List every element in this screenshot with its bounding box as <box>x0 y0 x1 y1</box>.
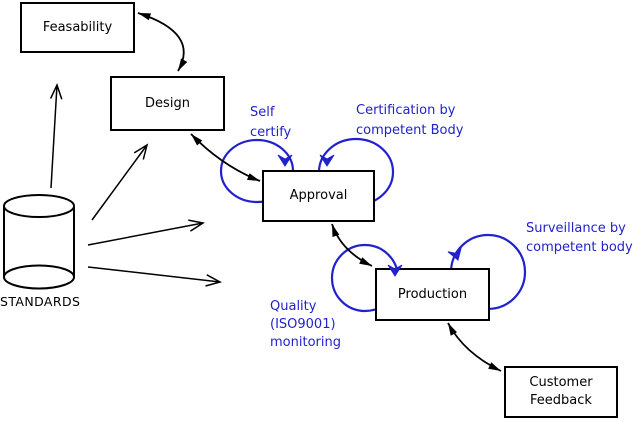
annotation-self-certify: Self certify <box>250 103 291 143</box>
arrow-standards-to-approval <box>87 219 205 246</box>
annotation-surveillance: Surveillance by competent body <box>526 219 633 257</box>
arrow-standards-to-production <box>87 266 222 287</box>
node-feasability-label: Feasability <box>42 19 113 35</box>
node-customer-feedback-label-line2: Feedback <box>530 393 592 408</box>
node-design-label: Design <box>145 95 190 111</box>
arrow-design-approval <box>190 133 261 182</box>
node-customer-feedback-label-line1: Customer <box>529 375 593 390</box>
annotation-self-certify-line1: Self <box>250 105 275 120</box>
node-approval-label: Approval <box>289 188 348 203</box>
arrow-production-customer-feedback <box>447 322 502 372</box>
annotation-surveillance-line2: competent body <box>526 240 633 255</box>
surveillance-arrowhead <box>447 247 462 261</box>
certification-arrowhead <box>319 154 335 167</box>
node-approval: Approval <box>262 170 375 222</box>
self-certify-arrowhead <box>277 154 293 167</box>
annotation-quality-line3: monitoring <box>270 335 341 350</box>
annotation-quality-line1: Quality <box>270 299 317 314</box>
annotation-certification-line1: Certification by <box>356 103 456 118</box>
arrow-feasability-design <box>137 12 188 72</box>
annotation-surveillance-line1: Surveillance by <box>526 221 626 236</box>
arrow-standards-to-design <box>91 143 149 221</box>
standards-label: STANDARDS <box>0 294 81 309</box>
quality-monitoring-arrowhead <box>387 264 403 277</box>
node-design: Design <box>110 76 225 131</box>
annotation-self-certify-line2: certify <box>250 125 292 140</box>
standards-cylinder-icon <box>3 194 75 290</box>
node-feasability: Feasability <box>20 2 135 53</box>
node-production: Production <box>375 268 490 321</box>
annotation-certification: Certification by competent Body <box>356 101 463 141</box>
annotation-quality-line2: (ISO9001) <box>270 317 336 332</box>
arrow-standards-to-feasability <box>49 82 63 189</box>
node-production-label: Production <box>397 286 468 302</box>
arrow-approval-production <box>331 223 373 267</box>
node-customer-feedback: Customer Feedback <box>504 366 618 418</box>
annotation-quality: Quality (ISO9001) monitoring <box>270 298 341 352</box>
annotation-certification-line2: competent Body <box>356 123 464 138</box>
